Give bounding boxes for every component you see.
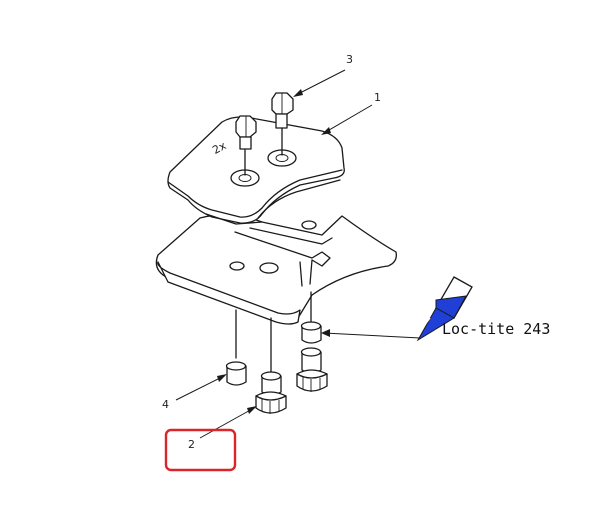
callout-4: 4	[162, 398, 169, 411]
insert-front	[255, 371, 287, 414]
upper-plate: 2x	[167, 116, 345, 225]
bushing	[225, 361, 247, 386]
threaded-sleeve	[300, 321, 322, 344]
bolt-right	[271, 92, 294, 156]
insert-rear	[296, 347, 328, 392]
bolt-left	[235, 115, 257, 176]
lower-plate	[155, 214, 397, 325]
callout-1: 1	[374, 91, 381, 104]
plate-marking: 2x	[210, 139, 228, 157]
adhesive-bottle-icon	[416, 276, 473, 342]
callout-2: 2	[188, 438, 195, 451]
highlight-box	[164, 428, 237, 472]
callout-3: 3	[346, 53, 353, 66]
adhesive-label: Loc-tite 243	[442, 320, 550, 338]
